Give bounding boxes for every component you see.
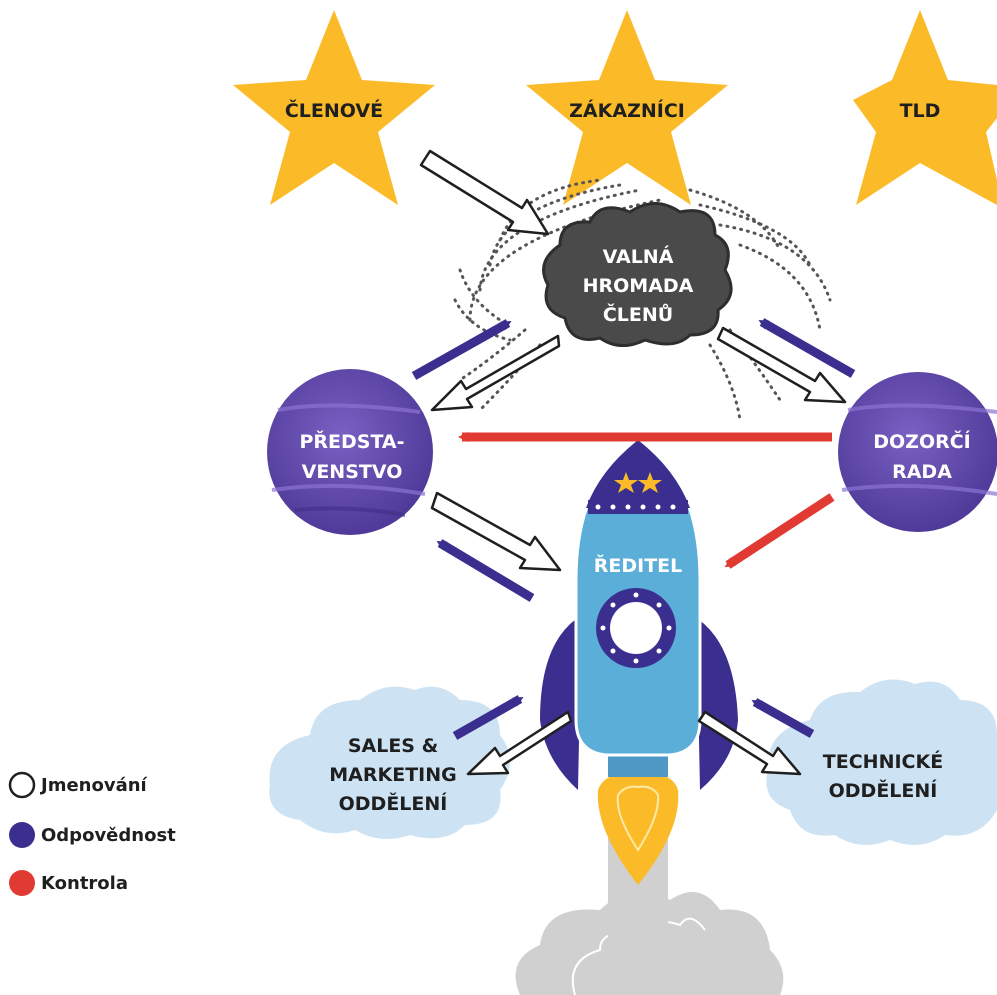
technical-department: TECHNICKÉ ODDĚLENÍ [766, 679, 997, 845]
supervisory-planet: DOZORČÍ RADA [838, 372, 997, 532]
responsibility-arrows [411, 318, 856, 740]
board-label-line1: PŘEDSTA- [299, 430, 404, 453]
star-tld: TLD [853, 10, 997, 205]
resp-technical-to-director [751, 698, 815, 738]
assembly-label-line2: HROMADA [583, 275, 694, 297]
customers-label: ZÁKAZNÍCI [569, 99, 685, 122]
technical-label-line1: TECHNICKÉ [823, 750, 943, 773]
appoint-assembly-to-supervisory [716, 326, 847, 404]
legend-swatch-appointment [8, 771, 36, 799]
resp-sales-to-director [452, 695, 524, 740]
sales-label-line1: SALES & [348, 735, 438, 757]
director-label: ŘEDITEL [594, 554, 683, 577]
legend-swatch-control [9, 870, 35, 896]
star-members: ČLENOVÉ [233, 10, 435, 205]
legend-label-appointment: Jmenování [39, 775, 148, 796]
star-customers: ZÁKAZNÍCI [526, 10, 728, 205]
legend-swatch-responsibility [9, 822, 35, 848]
legend-item-control: Kontrola [9, 870, 128, 896]
sales-label-line2: MARKETING [329, 764, 456, 786]
resp-director-to-board [436, 539, 535, 602]
supervisory-label-line2: RADA [892, 461, 952, 483]
assembly-label-line3: ČLENŮ [603, 302, 673, 326]
appoint-assembly-to-board [430, 334, 561, 412]
control-arrows [458, 432, 835, 569]
legend-item-appointment: Jmenování [8, 771, 148, 799]
legend-label-responsibility: Odpovědnost [41, 825, 176, 846]
legend-item-responsibility: Odpovědnost [9, 822, 176, 848]
resp-board-to-assembly [411, 319, 512, 380]
rocket: ŘEDITEL [540, 438, 738, 885]
resp-supervisory-to-assembly [758, 318, 856, 378]
appoint-director-to-technical [697, 710, 802, 776]
technical-label-line2: ODDĚLENÍ [829, 779, 938, 802]
sales-label-line3: ODDĚLENÍ [339, 792, 448, 815]
members-label: ČLENOVÉ [285, 98, 383, 122]
appoint-director-to-sales [466, 710, 573, 776]
appoint-board-to-director [430, 491, 562, 572]
legend-label-control: Kontrola [41, 873, 128, 894]
appoint-members-to-assembly [419, 149, 550, 236]
board-label-line2: VENSTVO [302, 461, 403, 483]
general-assembly: VALNÁ HROMADA ČLENŮ [542, 202, 733, 347]
assembly-label-line1: VALNÁ [603, 245, 674, 268]
supervisory-label-line1: DOZORČÍ [873, 429, 971, 453]
tld-label: TLD [900, 100, 941, 122]
control-supervisory-to-director [724, 493, 835, 569]
appointment-arrows [419, 149, 847, 776]
board-planet: PŘEDSTA- VENSTVO [267, 369, 433, 535]
legend: Jmenování Odpovědnost Kontrola [8, 771, 176, 896]
sales-department: SALES & MARKETING ODDĚLENÍ [269, 686, 510, 839]
